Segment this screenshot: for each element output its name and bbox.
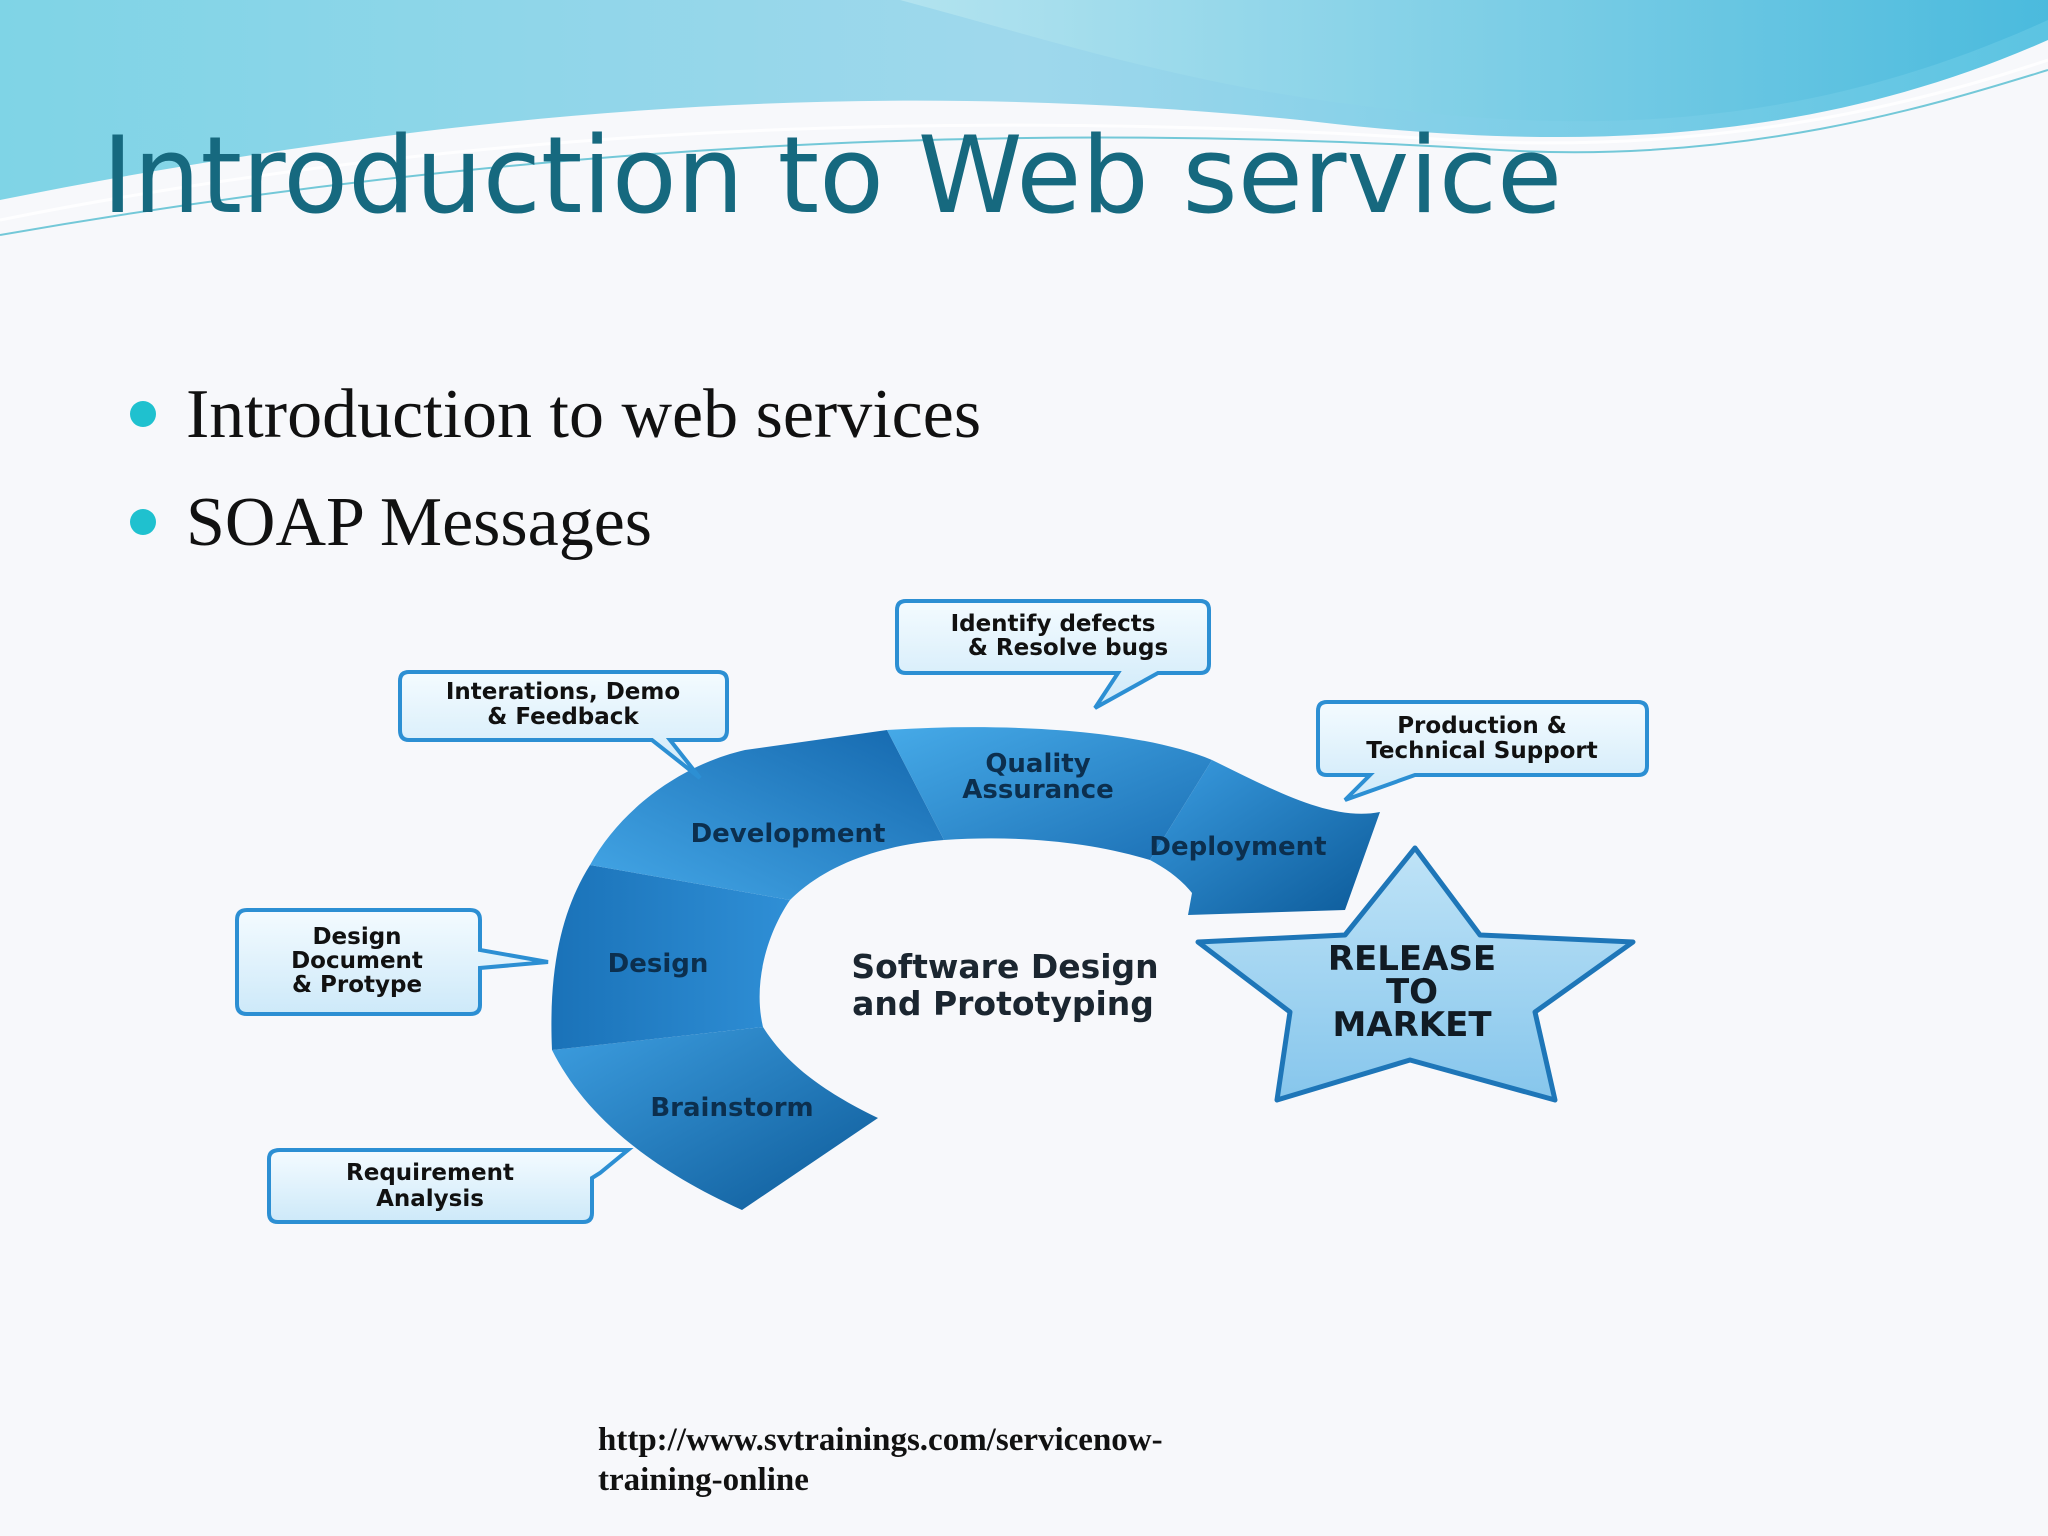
callout-requirement-analysis <box>267 1148 634 1224</box>
callout-design-document <box>235 908 549 1016</box>
callout-production-support <box>1316 700 1649 802</box>
label-assurance: Assurance <box>962 775 1114 805</box>
label-quality: Quality <box>985 749 1090 779</box>
label-deployment: Deployment <box>1149 832 1326 862</box>
callout-design-line2: Document <box>291 948 423 974</box>
callout-identify-defects <box>895 599 1211 710</box>
bullet-dot-icon <box>130 401 156 427</box>
bullet-text: Introduction to web services <box>186 376 982 453</box>
star-line3: MARKET <box>1332 1005 1492 1045</box>
bullet-item: Introduction to web services <box>130 370 981 478</box>
bullet-dot-icon <box>130 509 156 535</box>
center-title-line1: Software Design <box>851 947 1158 986</box>
bullet-text: SOAP Messages <box>186 484 653 561</box>
center-title-line2: and Prototyping <box>852 984 1154 1023</box>
segment-design <box>551 865 790 1050</box>
segment-quality-assurance <box>887 727 1212 860</box>
segment-deployment <box>1150 760 1380 915</box>
label-design: Design <box>608 949 709 979</box>
bullet-list: Introduction to web services SOAP Messag… <box>130 370 981 586</box>
callout-production-line1: Production & <box>1397 713 1567 739</box>
footer-url: http://www.svtrainings.com/servicenow- t… <box>598 1420 1163 1500</box>
callout-design-line3: & Protype <box>292 972 422 998</box>
segment-development <box>590 730 944 900</box>
callout-requirement-line2: Analysis <box>376 1186 484 1212</box>
bullet-item: SOAP Messages <box>130 478 981 586</box>
header-wave-decoration <box>0 0 2048 236</box>
callout-requirement-line1: Requirement <box>346 1160 514 1186</box>
callout-defects-line1: Identify defects <box>951 611 1156 637</box>
callout-iterations-line2: & Feedback <box>487 704 639 730</box>
star-line1: RELEASE <box>1328 939 1496 979</box>
callout-production-line2: Technical Support <box>1366 738 1598 764</box>
star-line2: TO <box>1386 972 1438 1012</box>
callout-defects-line2: & Resolve bugs <box>968 635 1168 661</box>
callout-iterations-line1: Interations, Demo <box>446 679 680 705</box>
footer-url-line1: http://www.svtrainings.com/servicenow- <box>598 1422 1163 1458</box>
segment-brainstorm <box>552 1027 878 1210</box>
callout-design-line1: Design <box>312 924 401 950</box>
label-development: Development <box>691 819 886 849</box>
label-brainstorm: Brainstorm <box>650 1093 813 1123</box>
footer-url-line2: training-online <box>598 1462 809 1498</box>
star-icon <box>1195 845 1636 1103</box>
slide-title: Introduction to Web service <box>102 114 1563 237</box>
callout-iterations-feedback <box>398 670 729 780</box>
